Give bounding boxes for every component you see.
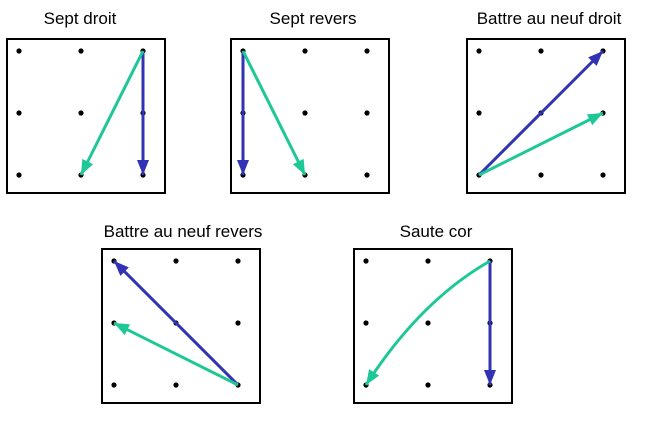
grid-dot: [78, 110, 84, 116]
panel-title: Battre au neuf droit: [476, 9, 622, 28]
panel-title: Saute cor: [399, 222, 473, 241]
arrow-shaft: [113, 321, 239, 387]
grid-dot: [302, 110, 308, 116]
arrow-shaft: [79, 50, 145, 176]
blue-arrow: [137, 51, 149, 175]
grid-dot: [425, 382, 431, 388]
arrow-head: [586, 113, 603, 126]
board-frame: [6, 38, 166, 194]
board-frame: [230, 38, 390, 194]
grid-board: [101, 248, 261, 404]
board-frame: [353, 248, 513, 404]
arrow-head: [366, 369, 380, 385]
panel-title: Battre au neuf revers: [103, 222, 263, 241]
board-frame: [466, 38, 626, 194]
blue-arrow: [112, 259, 240, 387]
blue-arrow: [477, 49, 605, 177]
grid-dot: [364, 110, 370, 116]
grid-dot: [111, 382, 117, 388]
arrow-head: [588, 51, 603, 66]
grid-dot: [302, 48, 308, 54]
grid-dot: [476, 110, 482, 116]
grid-dot: [476, 48, 482, 54]
grid-dot: [16, 172, 22, 178]
grid-dot: [538, 48, 544, 54]
panel-title: Sept droit: [43, 9, 117, 28]
grid-board: [6, 38, 166, 194]
grid-dot: [538, 172, 544, 178]
grid-board: [466, 38, 626, 194]
grid-dot: [425, 320, 431, 326]
arrow-shaft: [241, 50, 307, 176]
arrow-shaft: [112, 259, 240, 387]
arrow-head: [114, 261, 129, 276]
grid-dot: [16, 110, 22, 116]
board-frame: [101, 248, 261, 404]
green-arrow: [478, 111, 604, 177]
grid-dot: [363, 320, 369, 326]
grid-dot: [600, 172, 606, 178]
grid-dot: [173, 258, 179, 264]
arrow-head: [81, 158, 94, 175]
grid-dot: [363, 258, 369, 264]
grid-dot: [364, 48, 370, 54]
blue-arrow: [237, 51, 249, 175]
grid-board: [230, 38, 390, 194]
arrow-head: [484, 370, 496, 385]
arrow-shaft: [478, 111, 604, 177]
arrow-head: [137, 160, 149, 175]
grid-board: [353, 248, 513, 404]
green-arrow: [79, 50, 145, 176]
arrow-shaft: [364, 259, 491, 386]
blue-arrow: [484, 261, 496, 385]
grid-dot: [16, 48, 22, 54]
grid-dot: [78, 48, 84, 54]
grid-dot: [235, 258, 241, 264]
grid-dot: [425, 258, 431, 264]
green-arrow: [364, 259, 491, 386]
green-arrow: [113, 321, 239, 387]
grid-dot: [235, 320, 241, 326]
arrow-head: [237, 160, 249, 175]
grid-dot: [364, 172, 370, 178]
arrow-head: [292, 158, 305, 175]
green-arrow: [241, 50, 307, 176]
arrow-shaft: [477, 49, 605, 177]
arrow-head: [114, 323, 131, 336]
grid-dot: [173, 382, 179, 388]
panel-title: Sept revers: [269, 9, 357, 28]
